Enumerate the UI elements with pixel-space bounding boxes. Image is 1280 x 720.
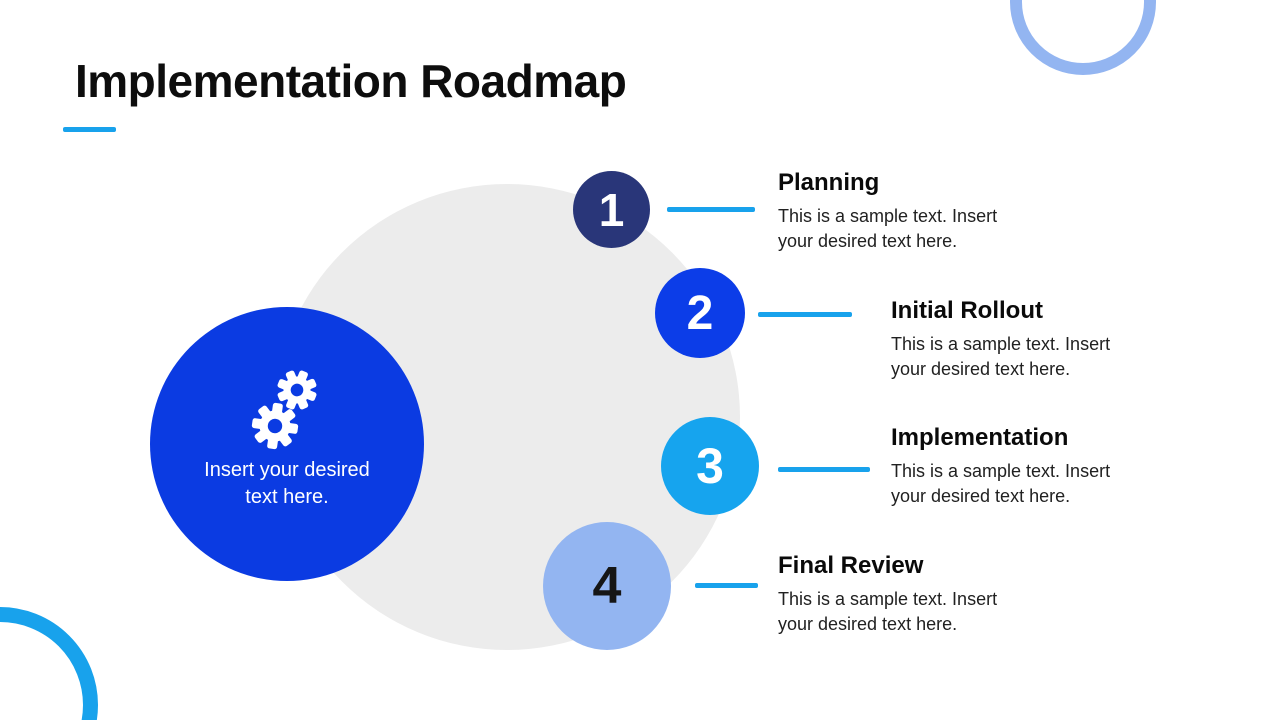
step-3-number: 3 (696, 438, 724, 494)
step-4-description: This is a sample text. Insert your desir… (778, 589, 998, 634)
step-4-title: Final Review (778, 552, 924, 579)
step-2-title: Initial Rollout (891, 297, 1043, 324)
step-2-text-block: Initial Rollout This is a sample text. I… (891, 296, 1151, 382)
decorative-ring-top-right (1010, 0, 1156, 75)
page-title: Implementation Roadmap (75, 55, 627, 107)
step-3-circle: 3 (661, 417, 759, 515)
center-circle-text: Insert your desired text here. (204, 459, 370, 508)
decorative-ring-bottom-left (0, 607, 98, 720)
step-1-text-block: Planning This is a sample text. Insert y… (778, 168, 1038, 254)
step-3-connector-line (778, 467, 870, 472)
step-4-circle: 4 (543, 522, 671, 650)
step-4-connector-line (695, 583, 758, 588)
step-1-title: Planning (778, 169, 880, 196)
step-3-text-block: Implementation This is a sample text. In… (891, 423, 1151, 509)
step-4-text-block: Final Review This is a sample text. Inse… (778, 551, 1038, 637)
step-2-connector-line (758, 312, 852, 317)
step-1-number: 1 (598, 183, 625, 236)
center-circle: Insert your desired text here. (150, 307, 424, 581)
step-3-title: Implementation (891, 424, 1069, 451)
gears-icon (251, 370, 317, 450)
step-3-description: This is a sample text. Insert your desir… (891, 461, 1111, 506)
step-1-description: This is a sample text. Insert your desir… (778, 206, 998, 251)
step-1-circle: 1 (573, 171, 650, 248)
step-2-circle: 2 (655, 268, 745, 358)
step-2-number: 2 (686, 286, 714, 340)
step-1-connector-line (667, 207, 755, 212)
title-underline (63, 127, 116, 132)
step-4-number: 4 (592, 557, 622, 615)
step-2-description: This is a sample text. Insert your desir… (891, 334, 1111, 379)
